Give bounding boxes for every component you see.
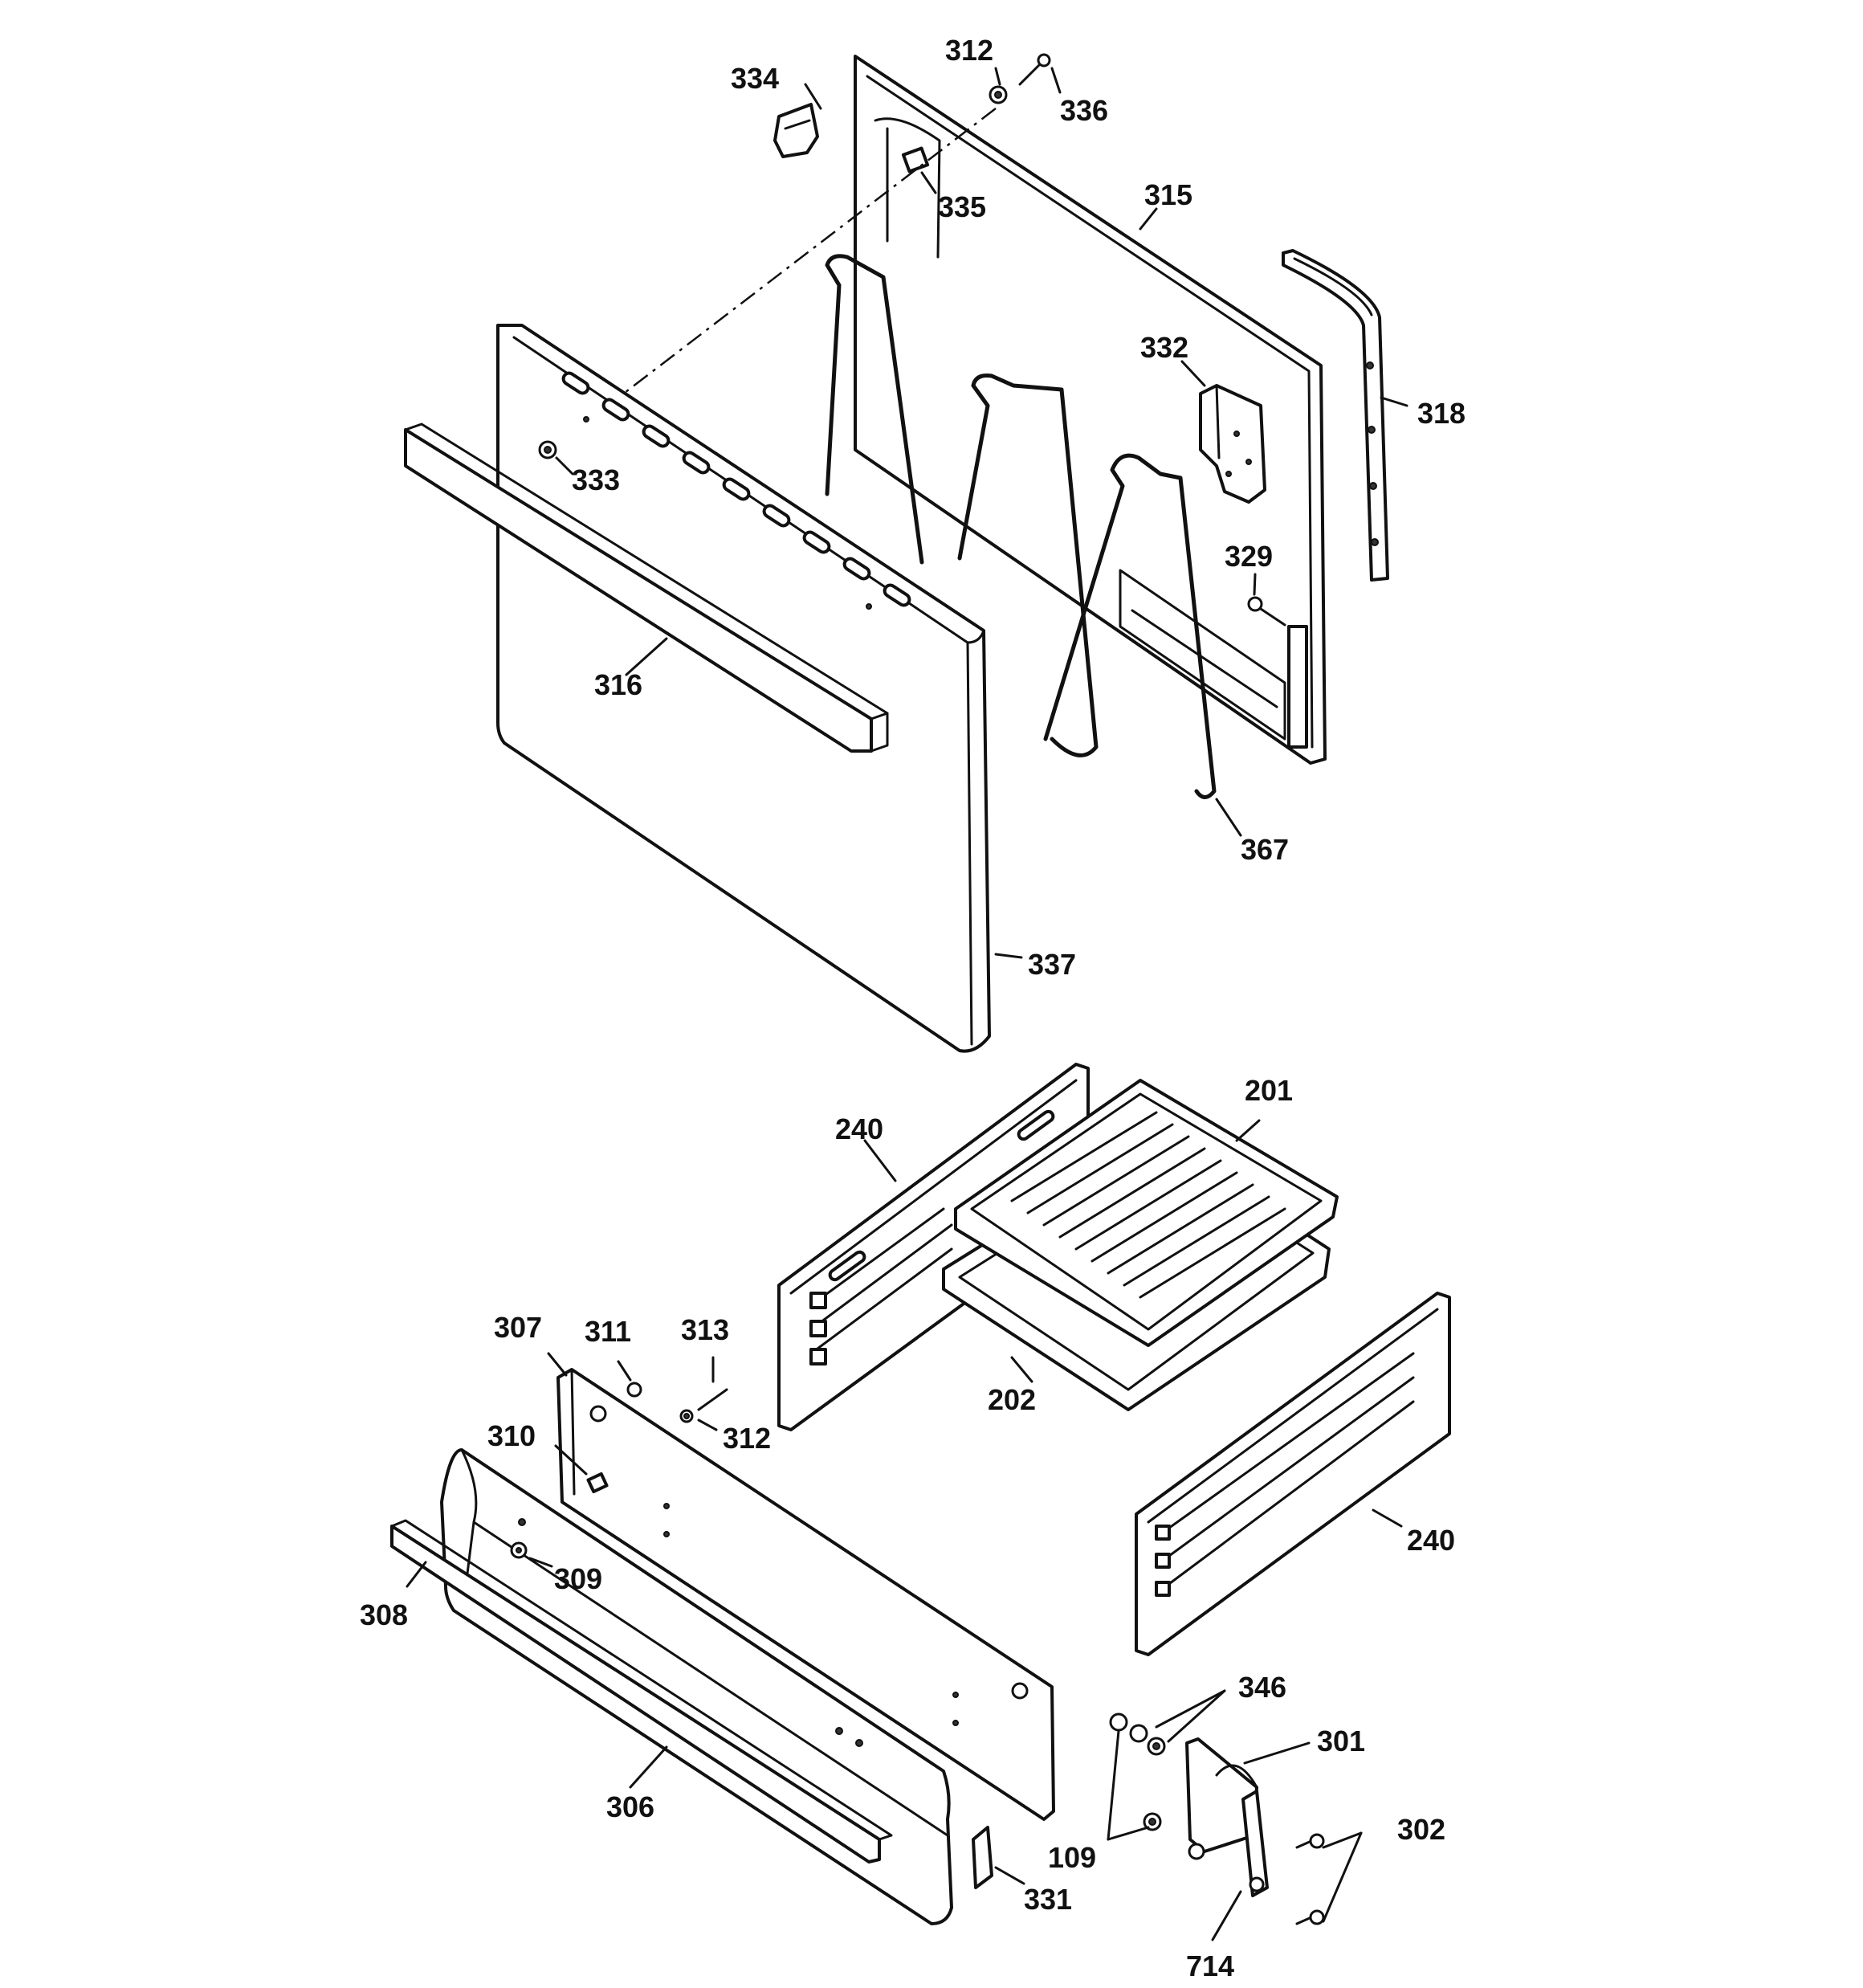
leader-lines	[406, 67, 1408, 1941]
callout-302: 302	[1397, 1813, 1445, 1846]
callout-201: 201	[1245, 1074, 1293, 1107]
callout-334: 334	[731, 62, 779, 95]
nut-and-screw-top	[989, 53, 1051, 104]
callout-240-left: 240	[835, 1112, 883, 1145]
callout-310: 310	[487, 1419, 536, 1452]
callout-329: 329	[1225, 540, 1273, 573]
callout-306: 306	[606, 1790, 654, 1823]
hinge-clip	[773, 103, 819, 158]
broiler-grid	[954, 1079, 1339, 1347]
callout-316: 316	[594, 668, 642, 701]
callout-312-top: 312	[945, 34, 993, 67]
callout-318: 318	[1417, 397, 1466, 430]
door-spring-wires	[825, 254, 1217, 799]
callout-714: 714	[1186, 1949, 1234, 1982]
insulation-block	[1199, 384, 1266, 504]
callout-367: 367	[1241, 833, 1289, 866]
callout-313: 313	[681, 1313, 729, 1346]
callout-346: 346	[1238, 1671, 1286, 1704]
door-inner-liner	[854, 55, 1327, 765]
door-hinge-assembly	[1185, 1737, 1269, 1897]
callout-240-right: 240	[1407, 1524, 1455, 1557]
door-vent-slots	[561, 371, 911, 607]
hinge-washers	[1109, 1712, 1166, 1831]
callout-109: 109	[1048, 1841, 1096, 1874]
drawer-handle	[390, 1519, 893, 1863]
callout-labels: 334 312 336 335 315 332 318 333 329 316 …	[360, 34, 1466, 1982]
callout-308: 308	[360, 1598, 408, 1631]
door-gasket-strip	[1282, 249, 1389, 582]
drawer-clip-310	[586, 1472, 609, 1494]
callout-309: 309	[554, 1562, 602, 1595]
callout-315: 315	[1144, 178, 1192, 211]
callout-337: 337	[1028, 948, 1076, 981]
outer-door-panel	[496, 324, 991, 1053]
callout-333: 333	[572, 463, 620, 496]
drawer-back-panel	[556, 1368, 1055, 1821]
drawer-screw-309	[510, 1541, 528, 1559]
broiler-side-rail-right	[1135, 1292, 1451, 1656]
callout-332: 332	[1140, 331, 1188, 364]
callout-311: 311	[585, 1315, 631, 1348]
callout-336: 336	[1060, 94, 1108, 127]
broiler-grid-slots	[1010, 1111, 1286, 1299]
callout-331: 331	[1024, 1883, 1072, 1916]
callout-202: 202	[988, 1383, 1036, 1416]
callout-335: 335	[938, 190, 986, 223]
drawer-hardware	[626, 1382, 728, 1423]
callout-307: 307	[494, 1311, 542, 1344]
alignment-line	[618, 108, 997, 398]
hinge-screws	[1295, 1833, 1325, 1925]
callout-301: 301	[1317, 1725, 1365, 1757]
callout-312-drawer: 312	[723, 1422, 771, 1455]
door-handle	[404, 423, 889, 753]
support-bracket	[972, 1826, 993, 1889]
screw-329	[1247, 596, 1286, 627]
